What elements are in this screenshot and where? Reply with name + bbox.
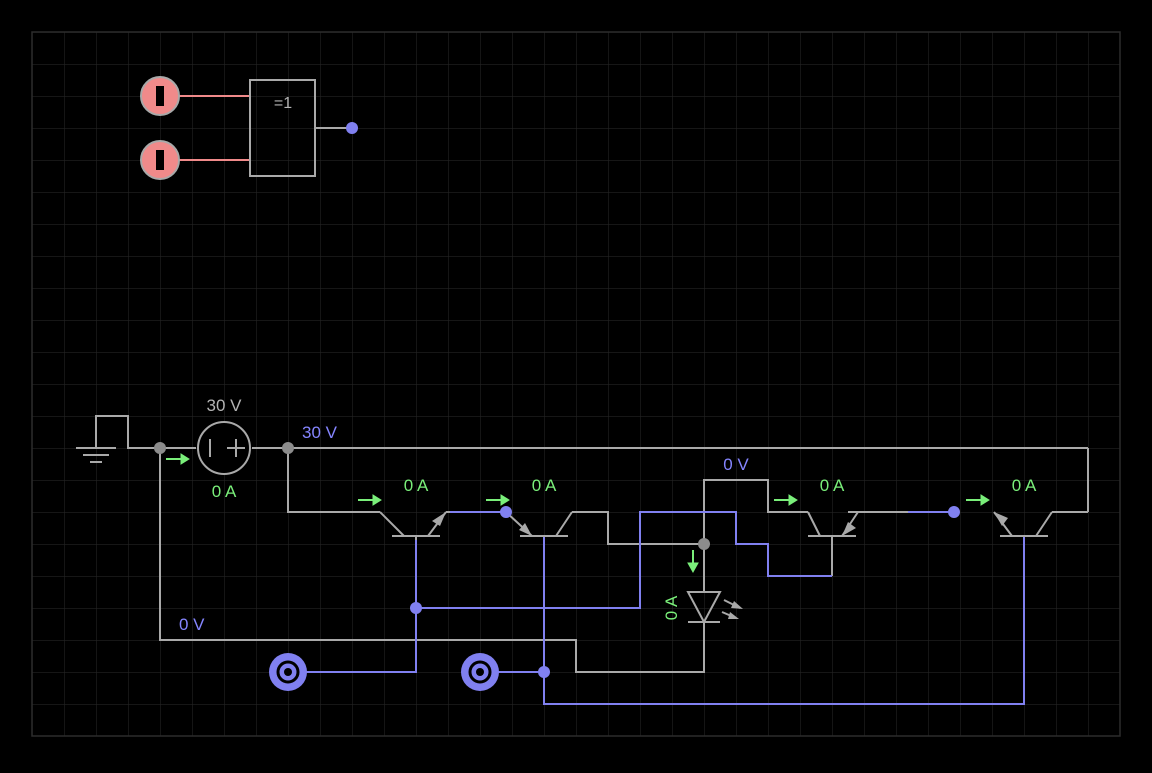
- xor-section: =1: [140, 76, 358, 180]
- xor-gate-label: =1: [274, 95, 292, 112]
- transistor-4-current: 0 A: [1012, 476, 1037, 495]
- node-voltage-label: 30 V: [302, 423, 338, 442]
- voltage-source-icon[interactable]: [197, 421, 251, 475]
- transistor-1-current: 0 A: [404, 476, 429, 495]
- input-probe-a-icon[interactable]: [269, 653, 307, 691]
- transistor-2-current: 0 A: [532, 476, 557, 495]
- wires-active: [288, 511, 1025, 705]
- junction-nodes: [154, 442, 960, 678]
- source-current-label: 0 A: [212, 482, 237, 501]
- source-voltage-label: 30 V: [207, 396, 243, 415]
- transistor-3-icon[interactable]: [807, 511, 859, 537]
- collector-voltage-label: 0 V: [723, 455, 749, 474]
- switch-a-icon[interactable]: [140, 76, 180, 116]
- xor-output-probe[interactable]: [346, 122, 358, 134]
- wires-inactive: [76, 415, 1089, 673]
- rail-voltage-label: 0 V: [179, 615, 205, 634]
- led-current-label: 0 A: [662, 595, 681, 620]
- grid-board: [31, 31, 1121, 737]
- transistor-3-current: 0 A: [820, 476, 845, 495]
- transistor-4-icon[interactable]: [993, 511, 1053, 537]
- transistor-1-icon[interactable]: [379, 511, 447, 540]
- input-probe-b-icon[interactable]: [461, 653, 499, 691]
- switch-b-icon[interactable]: [140, 140, 180, 180]
- led-icon[interactable]: [686, 591, 743, 625]
- current-arrows: [166, 453, 990, 574]
